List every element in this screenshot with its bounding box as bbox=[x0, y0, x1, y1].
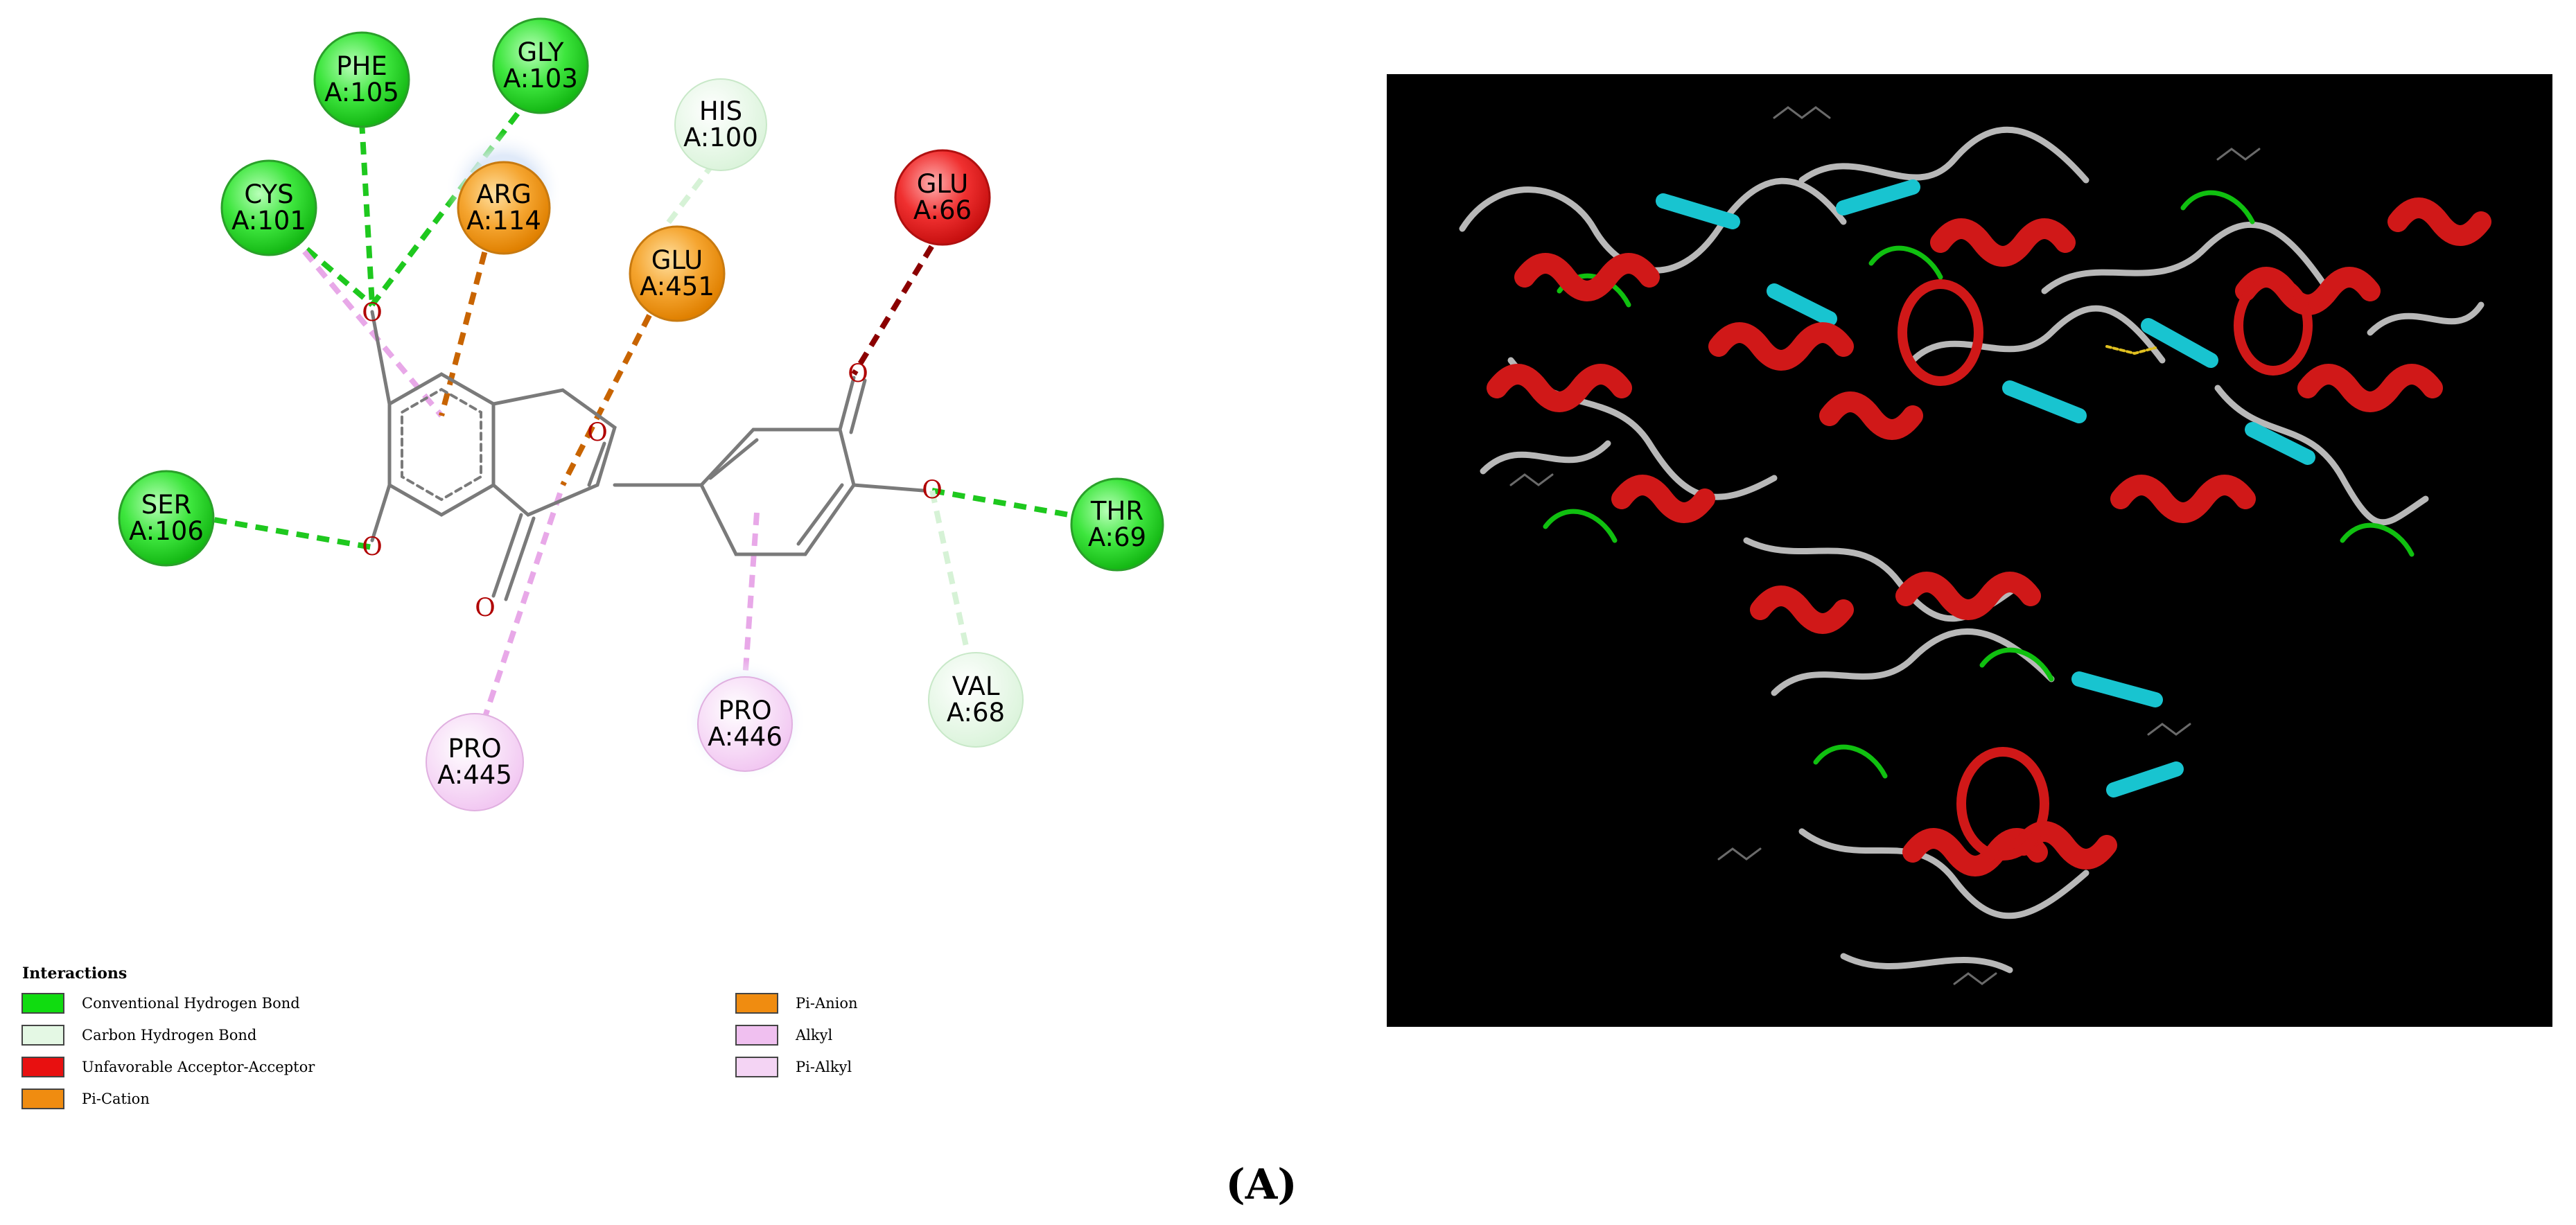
unfavorable-line-glu66 bbox=[851, 227, 945, 376]
pi-alkyl-line-pro446 bbox=[742, 512, 760, 680]
ring-a-aromatic bbox=[401, 387, 482, 502]
legend-item: Pi-Cation bbox=[21, 1089, 150, 1109]
legend-item: Pi-Anion bbox=[735, 993, 858, 1014]
o-bond-top bbox=[370, 310, 392, 406]
legend-item: Conventional Hydrogen Bond bbox=[21, 993, 300, 1014]
protein-view-background bbox=[1387, 74, 2552, 1027]
legend-label: Unfavorable Acceptor-Acceptor bbox=[82, 1059, 315, 1075]
atom-o-bottom: O bbox=[362, 534, 383, 562]
ring-b-double-2 bbox=[796, 483, 844, 546]
ring-a bbox=[387, 372, 496, 517]
legend-item: Alkyl bbox=[735, 1025, 832, 1046]
residue-name: SER bbox=[141, 490, 192, 520]
hbond-line-ser106 bbox=[193, 513, 373, 550]
atom-o-ketone: O bbox=[848, 360, 868, 389]
atom-o-ring: O bbox=[587, 419, 608, 448]
ring-b bbox=[699, 428, 856, 556]
residue-id: A:103 bbox=[503, 64, 578, 94]
interaction-diagram: O O O O O O PHE A:105 GLY A:103 CYS A:10… bbox=[21, 17, 1164, 1109]
residue-name: PRO bbox=[448, 734, 501, 764]
residue-name: PRO bbox=[718, 696, 771, 725]
ligand-structure bbox=[370, 310, 925, 601]
legend-item: Unfavorable Acceptor-Acceptor bbox=[21, 1057, 315, 1077]
legend-label: Carbon Hydrogen Bond bbox=[82, 1027, 256, 1043]
residue-id: A:105 bbox=[324, 78, 399, 107]
ring-b-double-1 bbox=[708, 438, 759, 480]
residue-name: THR bbox=[1090, 496, 1144, 526]
carbonyl-bond-b bbox=[504, 516, 536, 601]
protein-ribbon-structure bbox=[1459, 106, 2491, 985]
ring-b-oh-bond bbox=[852, 483, 925, 493]
oxygen-atoms: O O O O O O bbox=[362, 299, 943, 623]
residue-id: A:69 bbox=[1088, 522, 1146, 552]
residue-phe105: PHE A:105 bbox=[313, 31, 410, 128]
residue-arg114: ARG A:114 bbox=[445, 132, 563, 255]
residue-id: A:114 bbox=[466, 206, 541, 236]
residue-name: GLU bbox=[651, 245, 703, 275]
figure-caption: (A) bbox=[1225, 1161, 1297, 1209]
residue-glu66: GLU A:66 bbox=[894, 149, 991, 246]
residue-his100: HIS A:100 bbox=[674, 78, 767, 171]
residue-id: A:66 bbox=[913, 195, 972, 225]
residue-id: A:68 bbox=[947, 698, 1005, 728]
legend-label: Pi-Cation bbox=[82, 1091, 150, 1107]
residue-thr69: THR A:69 bbox=[1070, 477, 1164, 572]
alkyl-line-cys101 bbox=[288, 233, 444, 418]
atom-o-top: O bbox=[362, 299, 383, 328]
legend-item: Carbon Hydrogen Bond bbox=[21, 1025, 256, 1046]
hbond-line-cys101 bbox=[289, 233, 374, 308]
residue-id: A:106 bbox=[129, 516, 204, 546]
residue-val68: VAL A:68 bbox=[928, 652, 1024, 748]
residue-id: A:100 bbox=[683, 123, 758, 152]
residue-name: ARG bbox=[476, 179, 532, 209]
residue-id: A:446 bbox=[708, 722, 782, 752]
residue-name: VAL bbox=[952, 671, 1000, 701]
legend: Interactions Conventional Hydrogen Bond … bbox=[21, 964, 858, 1109]
legend-label: Pi-Anion bbox=[796, 995, 858, 1012]
atom-o-carbonyl: O bbox=[475, 594, 496, 623]
legend-title: Interactions bbox=[22, 964, 127, 982]
ring-b-ketone-a bbox=[838, 376, 856, 432]
residue-nodes: PHE A:105 GLY A:103 CYS A:101 ARG A:114 bbox=[118, 17, 1164, 811]
residue-name: GLU bbox=[917, 169, 969, 199]
residue-id: A:451 bbox=[640, 272, 715, 301]
residue-pro446: PRO A:446 bbox=[684, 660, 806, 782]
residue-name: PHE bbox=[336, 51, 387, 81]
residue-gly103: GLY A:103 bbox=[492, 17, 589, 114]
legend-label: Pi-Alkyl bbox=[796, 1059, 852, 1075]
ring-c bbox=[491, 388, 617, 517]
ring-b-ketone-b bbox=[849, 378, 867, 434]
legend-label: Conventional Hydrogen Bond bbox=[82, 995, 300, 1012]
legend-item: Pi-Alkyl bbox=[735, 1057, 852, 1077]
ring-c-double bbox=[587, 441, 606, 487]
o-bond-bottom bbox=[370, 483, 392, 543]
residue-pro445: PRO A:445 bbox=[426, 713, 524, 811]
carbon-hbond-line-val68 bbox=[929, 490, 973, 666]
residue-glu451: GLU A:451 bbox=[629, 225, 726, 322]
pi-anion-line-glu451 bbox=[560, 314, 652, 486]
atom-o-hydroxyl: O bbox=[922, 477, 943, 505]
carbonyl-bond-a bbox=[491, 513, 523, 598]
residue-id: A:101 bbox=[231, 206, 306, 236]
residue-ser106: SER A:106 bbox=[118, 470, 215, 567]
hbond-line-phe105 bbox=[359, 121, 375, 306]
pi-cation-line-arg114 bbox=[439, 231, 493, 417]
residue-id: A:445 bbox=[437, 760, 512, 790]
alkyl-line-pro445 bbox=[474, 484, 566, 743]
residue-cys101: CYS A:101 bbox=[220, 159, 317, 256]
protein-3d-view bbox=[1387, 74, 2552, 1027]
residue-name: GLY bbox=[518, 37, 564, 67]
residue-name: CYS bbox=[244, 179, 293, 209]
legend-label: Alkyl bbox=[795, 1027, 832, 1043]
residue-name: HIS bbox=[699, 96, 742, 126]
